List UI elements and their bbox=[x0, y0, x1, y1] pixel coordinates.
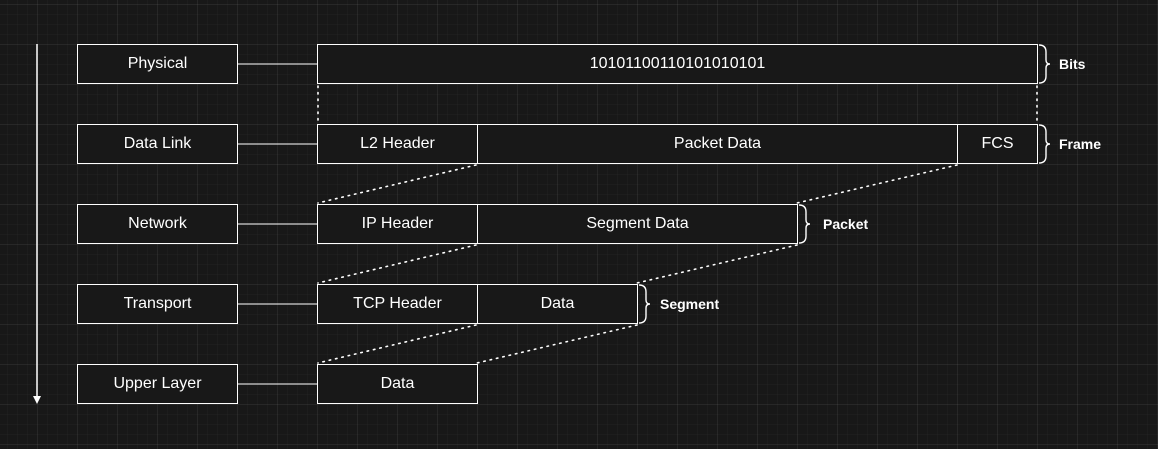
ip-header-box: IP Header bbox=[317, 204, 478, 244]
bits-box: 10101100110101010101 bbox=[317, 44, 1038, 84]
unit-label-bits: Bits bbox=[1059, 56, 1086, 72]
unit-label-packet: Packet bbox=[823, 216, 869, 232]
unit-label-segment: Segment bbox=[660, 296, 720, 312]
brace-frame bbox=[1038, 124, 1051, 164]
layer-box-upper-layer: Upper Layer bbox=[77, 364, 238, 404]
encap-line-frame-left bbox=[317, 164, 477, 204]
tcp-header-box: TCP Header bbox=[317, 284, 478, 324]
encap-line-segment-right bbox=[476, 324, 638, 364]
segment-data-box: Segment Data bbox=[477, 204, 798, 244]
encap-line-segment-left bbox=[317, 324, 477, 364]
encap-line-packet-left bbox=[317, 244, 477, 284]
l2-header-box: L2 Header bbox=[317, 124, 478, 164]
layer-box-physical: Physical bbox=[77, 44, 238, 84]
brace-bits bbox=[1038, 44, 1051, 84]
brace-segment bbox=[638, 284, 651, 324]
layer-box-data-link: Data Link bbox=[77, 124, 238, 164]
fcs-box: FCS bbox=[957, 124, 1038, 164]
layer-box-transport: Transport bbox=[77, 284, 238, 324]
encap-line-frame-right bbox=[796, 164, 958, 204]
layer-box-network: Network bbox=[77, 204, 238, 244]
transport-data-box: Data bbox=[477, 284, 638, 324]
brace-packet bbox=[798, 204, 811, 244]
direction-arrowhead bbox=[33, 396, 41, 404]
encap-line-packet-right bbox=[636, 244, 798, 284]
unit-label-frame: Frame bbox=[1059, 136, 1102, 152]
upper-layer-data-box: Data bbox=[317, 364, 478, 404]
packet-data-box: Packet Data bbox=[477, 124, 958, 164]
